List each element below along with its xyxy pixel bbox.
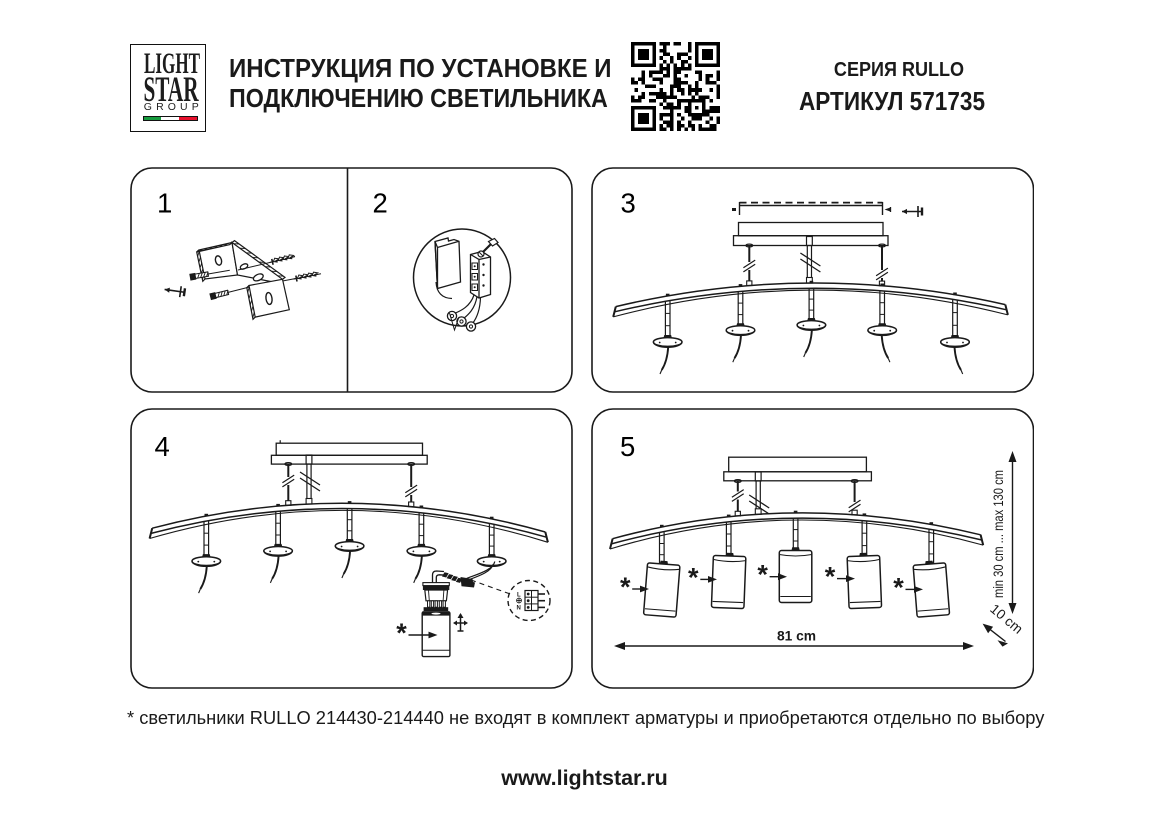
svg-text:*: * [396, 618, 407, 648]
svg-text:1: 1 [157, 188, 172, 219]
svg-text:*: * [893, 572, 904, 602]
svg-text:81 cm: 81 cm [777, 629, 816, 644]
svg-text:4: 4 [155, 431, 170, 462]
svg-text:*: * [757, 560, 768, 590]
svg-text:3: 3 [621, 188, 636, 219]
svg-text:*: * [620, 572, 631, 602]
svg-text:5: 5 [620, 431, 635, 462]
svg-text:min 30 cm ... max 130 cm: min 30 cm ... max 130 cm [991, 470, 1006, 598]
svg-text:*: * [825, 562, 836, 592]
svg-text:N: N [517, 606, 521, 612]
svg-text:2: 2 [373, 188, 388, 219]
svg-text:*: * [688, 562, 699, 592]
svg-text:L: L [517, 593, 521, 599]
